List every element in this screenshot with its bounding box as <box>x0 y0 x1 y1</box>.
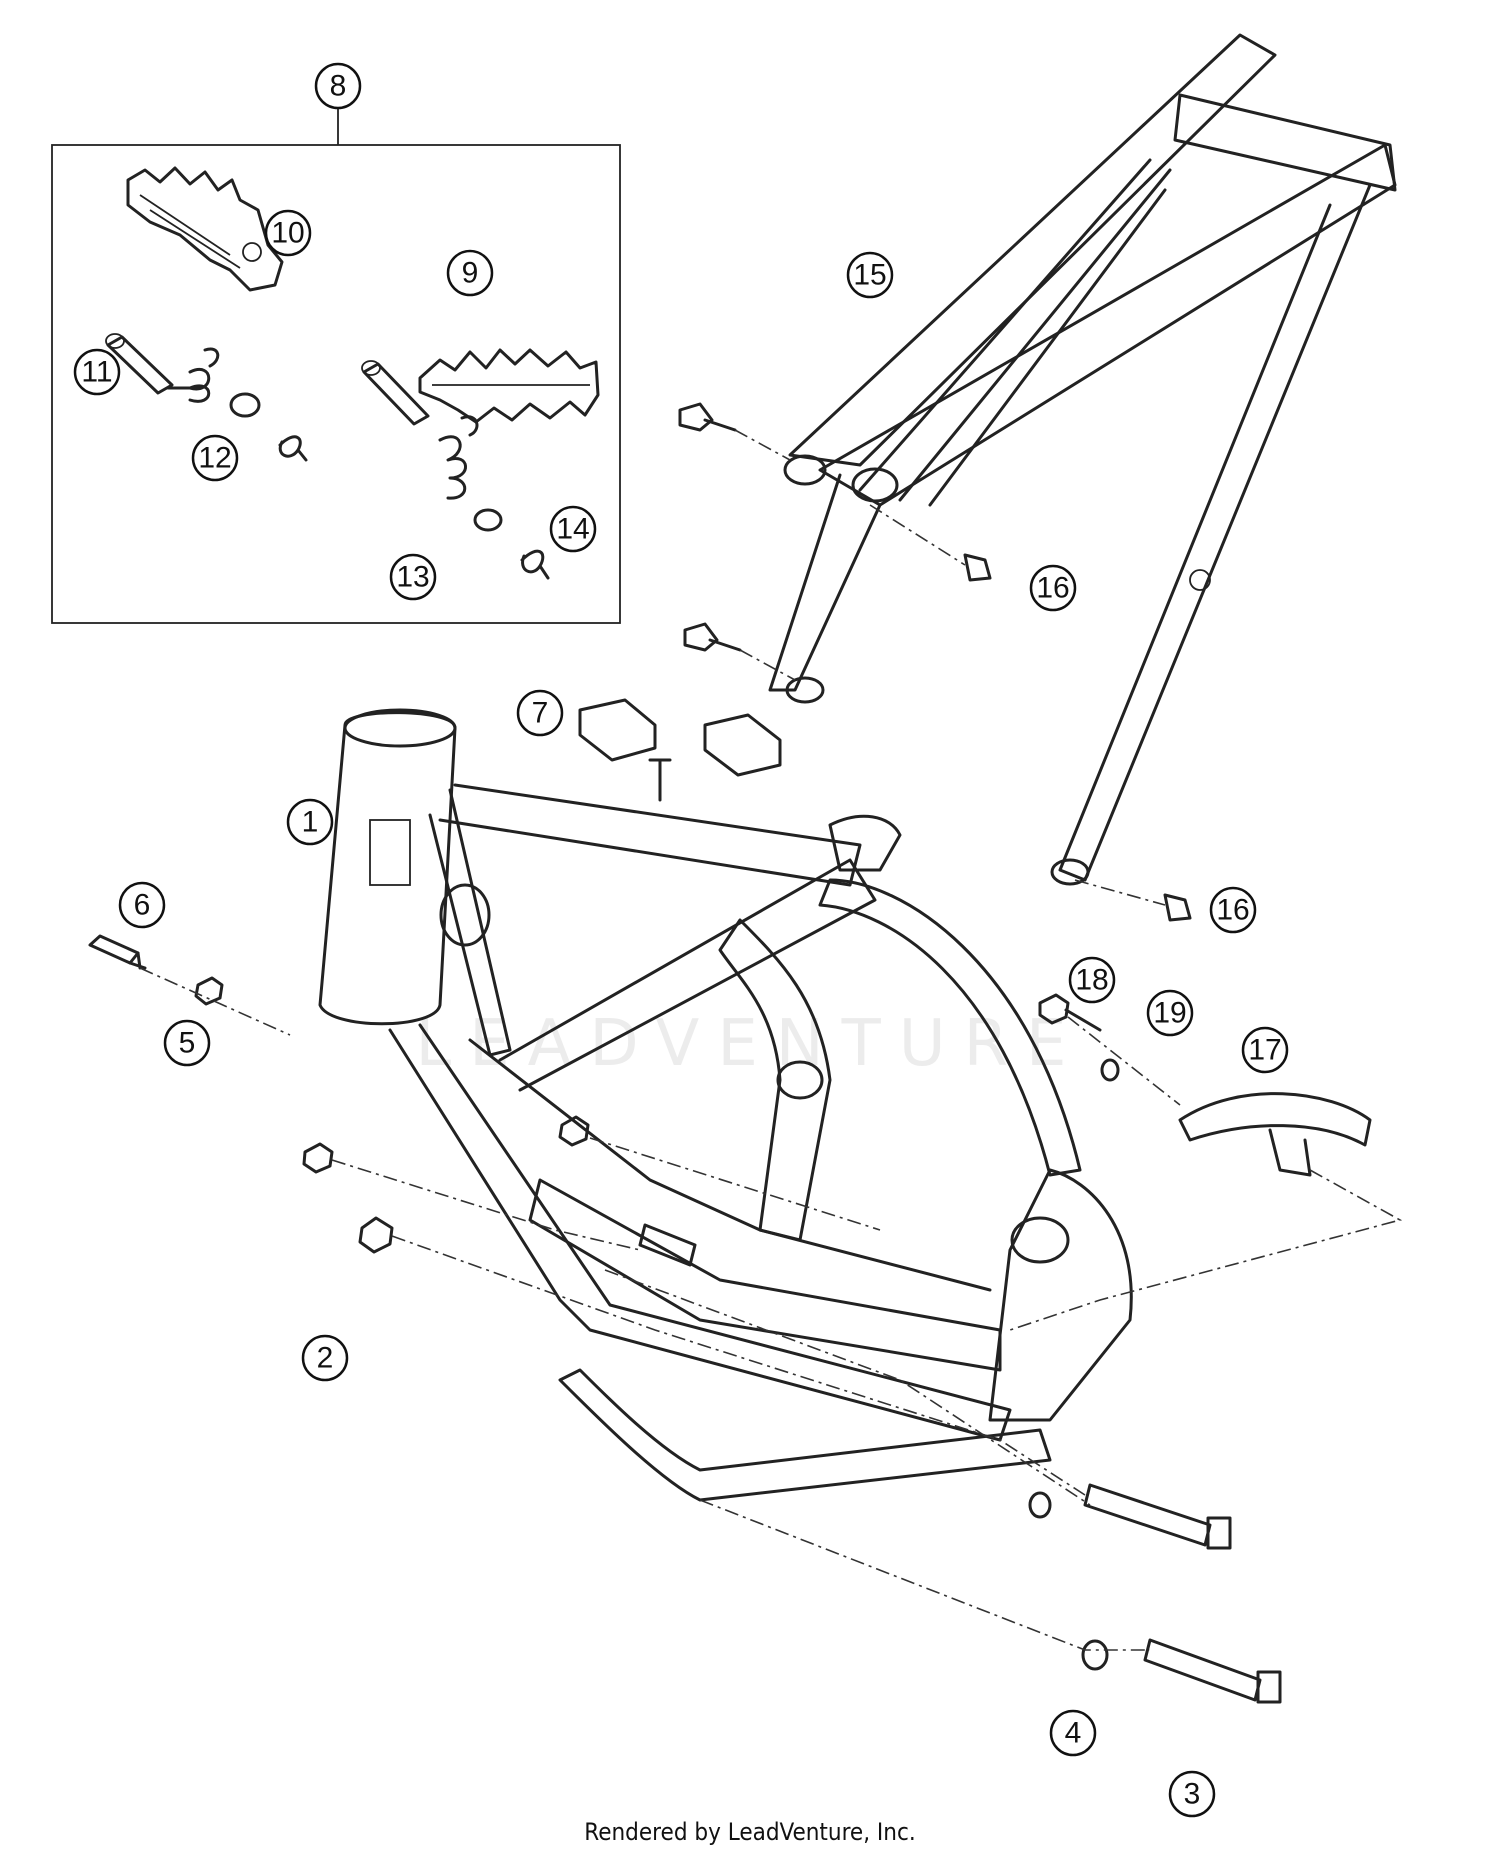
svg-text:4: 4 <box>1065 1717 1082 1750</box>
callout-7: 7 <box>516 689 564 737</box>
svg-text:19: 19 <box>1153 997 1186 1030</box>
svg-text:8: 8 <box>330 70 347 103</box>
svg-text:11: 11 <box>81 356 112 389</box>
svg-text:16: 16 <box>1216 894 1249 927</box>
main-frame-part <box>318 708 1133 1502</box>
svg-text:10: 10 <box>271 217 304 250</box>
fasteners <box>88 402 1282 1704</box>
callout-15: 15 <box>846 251 894 299</box>
callout-16-lower: 16 <box>1209 886 1257 934</box>
footpeg-right-part <box>418 348 600 424</box>
svg-text:5: 5 <box>179 1027 196 1060</box>
callout-19: 19 <box>1146 989 1194 1037</box>
chain-guide-part <box>1178 1092 1372 1177</box>
callout-1: 1 <box>286 798 334 846</box>
callout-18: 18 <box>1068 956 1116 1004</box>
callout-2: 2 <box>301 1334 349 1382</box>
callout-6: 6 <box>118 881 166 929</box>
svg-text:9: 9 <box>462 257 479 290</box>
watermark-text: LEADVENTURE <box>416 1007 1085 1081</box>
assembly-lines <box>139 429 1403 1651</box>
svg-text:18: 18 <box>1075 964 1108 997</box>
svg-text:17: 17 <box>1248 1034 1281 1067</box>
footer-credit: Rendered by LeadVenture, Inc. <box>584 1818 916 1846</box>
svg-text:6: 6 <box>134 889 151 922</box>
callout-16-upper: 16 <box>1029 564 1077 612</box>
svg-text:1: 1 <box>302 806 319 839</box>
callout-8: 8 <box>314 62 362 110</box>
subframe-part <box>768 33 1397 886</box>
callout-4: 4 <box>1049 1709 1097 1757</box>
callout-5: 5 <box>163 1019 211 1067</box>
footpeg-kit-box <box>51 108 621 624</box>
callout-11: 11 <box>73 348 121 396</box>
svg-text:7: 7 <box>532 697 549 730</box>
svg-text:16: 16 <box>1036 572 1069 605</box>
callout-10: 10 <box>264 209 312 257</box>
callout-9: 9 <box>446 249 494 297</box>
svg-text:15: 15 <box>853 259 886 292</box>
footpeg-left-part <box>126 166 284 292</box>
callout-14: 14 <box>549 505 597 553</box>
svg-text:13: 13 <box>396 561 429 594</box>
callout-13: 13 <box>389 553 437 601</box>
svg-text:3: 3 <box>1184 1778 1201 1811</box>
svg-text:14: 14 <box>556 513 589 546</box>
callout-17: 17 <box>1241 1026 1289 1074</box>
footpeg-small-parts <box>105 333 550 580</box>
rubber-blocks <box>578 698 782 777</box>
svg-text:12: 12 <box>198 442 231 475</box>
svg-text:2: 2 <box>317 1342 334 1375</box>
callout-12: 12 <box>191 434 239 482</box>
callout-3: 3 <box>1168 1770 1216 1818</box>
